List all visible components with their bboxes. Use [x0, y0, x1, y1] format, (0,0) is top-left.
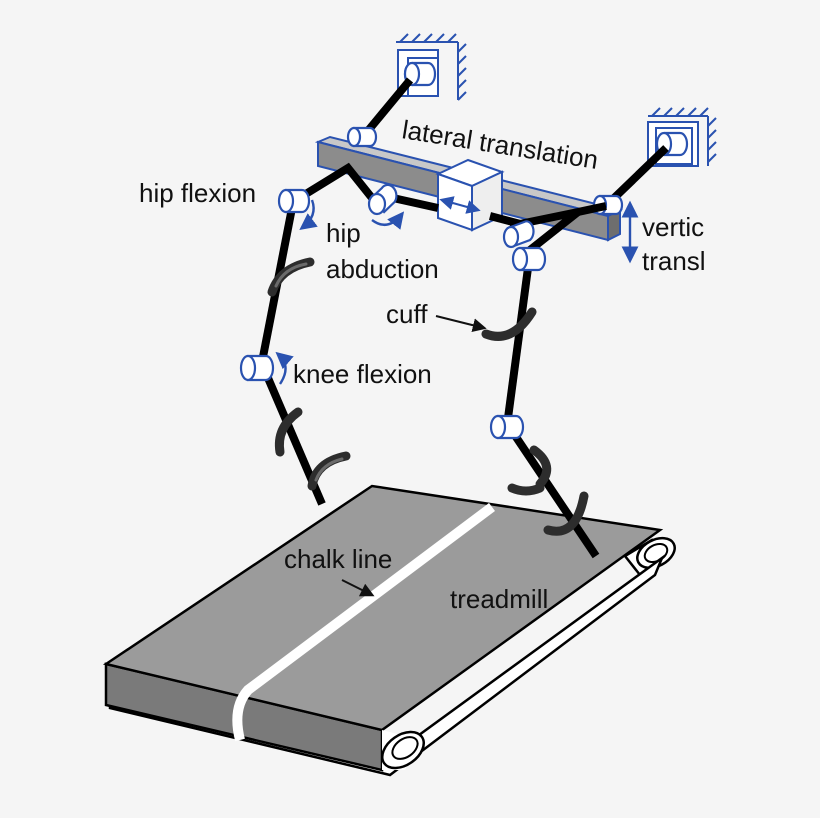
- label-knee-flexion: knee flexion: [293, 359, 432, 389]
- right-knee-joint: [489, 414, 525, 440]
- right-shank-cuff-upper: [529, 445, 552, 489]
- label-cuff: cuff: [386, 299, 428, 329]
- right-hip-abduction-joint: [502, 220, 535, 249]
- right-shank-cuff-lower: [543, 491, 589, 536]
- label-hip-flexion: hip flexion: [139, 178, 256, 208]
- left-wall-mount: [396, 33, 467, 101]
- lateral-translation-arrow: [439, 196, 481, 214]
- left-shank-cuff-lower: [307, 451, 351, 491]
- left-knee-joint: [239, 351, 294, 385]
- left-shank-cuff-upper: [274, 407, 303, 457]
- left-hip-abduction-joint: [367, 183, 405, 230]
- label-chalk-line: chalk line: [284, 544, 392, 574]
- treadmill: [102, 484, 676, 777]
- hip-abduction-arrow: [371, 211, 405, 230]
- left-pelvis-link: [293, 162, 376, 204]
- left-leg: [239, 162, 439, 506]
- right-thigh-link: [504, 267, 532, 419]
- cuff-pointer-arrow: [435, 315, 487, 333]
- chalk-line-pointer-arrow: [341, 579, 375, 597]
- hip-flexion-arrow: [299, 199, 318, 231]
- treadmill-front-roller: [381, 730, 425, 770]
- right-hip-flexion-joint: [511, 246, 547, 272]
- right-wall-mount: [647, 107, 717, 167]
- right-leg: [481, 202, 607, 559]
- label-hip: hip: [326, 218, 361, 248]
- chalk-line: [232, 503, 495, 742]
- label-vertical-translation-line1: vertic: [642, 212, 704, 242]
- right-thigh-cuff: [481, 307, 537, 341]
- label-abduction: abduction: [326, 254, 439, 284]
- label-treadmill: treadmill: [450, 584, 548, 614]
- treadmill-top: [102, 484, 664, 732]
- knee-flexion-arrow: [275, 351, 294, 385]
- left-hip-flexion-joint: [277, 188, 318, 231]
- right-shank-link: [510, 431, 600, 559]
- left-rail-joint: [346, 126, 378, 148]
- label-vertical-translation-line2: transl: [642, 246, 706, 276]
- treadmill-back-roller: [623, 536, 676, 577]
- right-mount-arm: [609, 145, 669, 203]
